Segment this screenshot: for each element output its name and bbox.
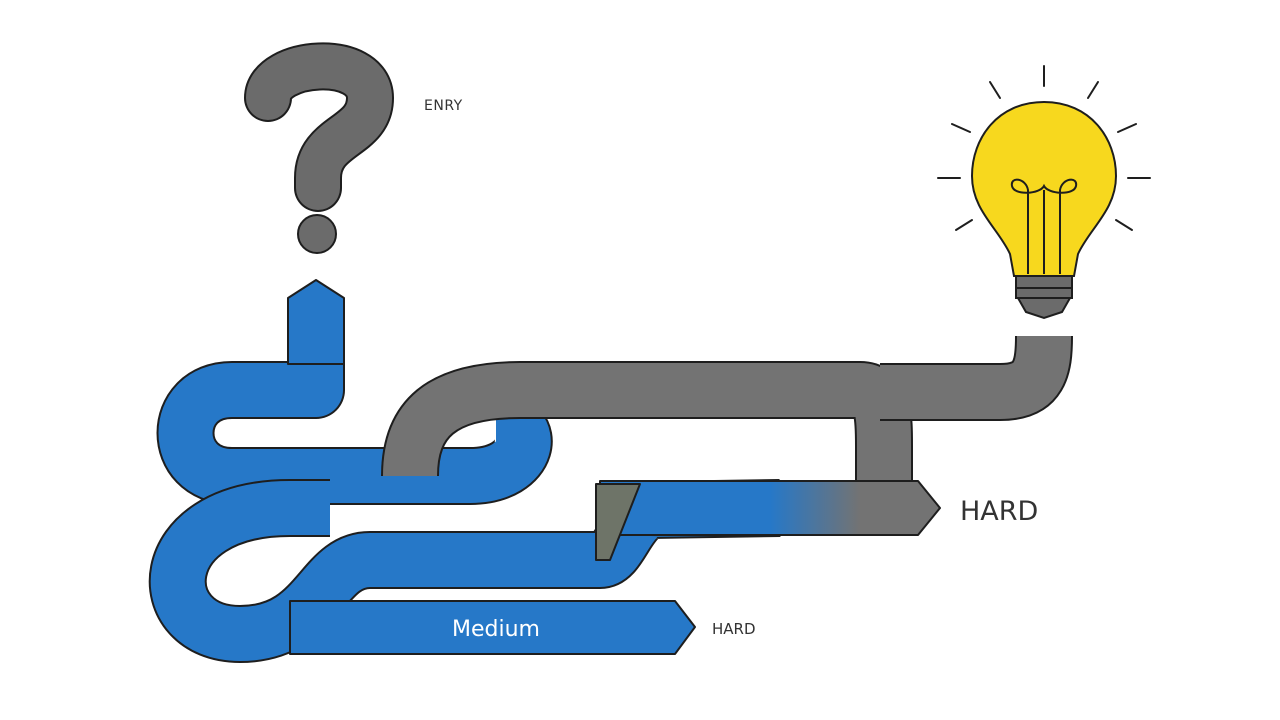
question-mark-icon — [244, 42, 394, 254]
medium-label: Medium — [452, 617, 540, 642]
blue-lower-loop-path — [148, 479, 781, 663]
start-arrow-up — [287, 279, 345, 365]
hard-label-small: HARD — [712, 620, 756, 638]
medium-arrow-track — [289, 600, 696, 655]
hard-label-main: HARD — [960, 496, 1038, 527]
easy-label: ENRY — [424, 98, 463, 114]
gray-path-to-lightbulb — [880, 335, 1073, 421]
blue-to-gray-arrow-track — [595, 480, 941, 561]
lightbulb-icon — [937, 65, 1151, 320]
blue-upper-loop-path — [156, 320, 553, 505]
